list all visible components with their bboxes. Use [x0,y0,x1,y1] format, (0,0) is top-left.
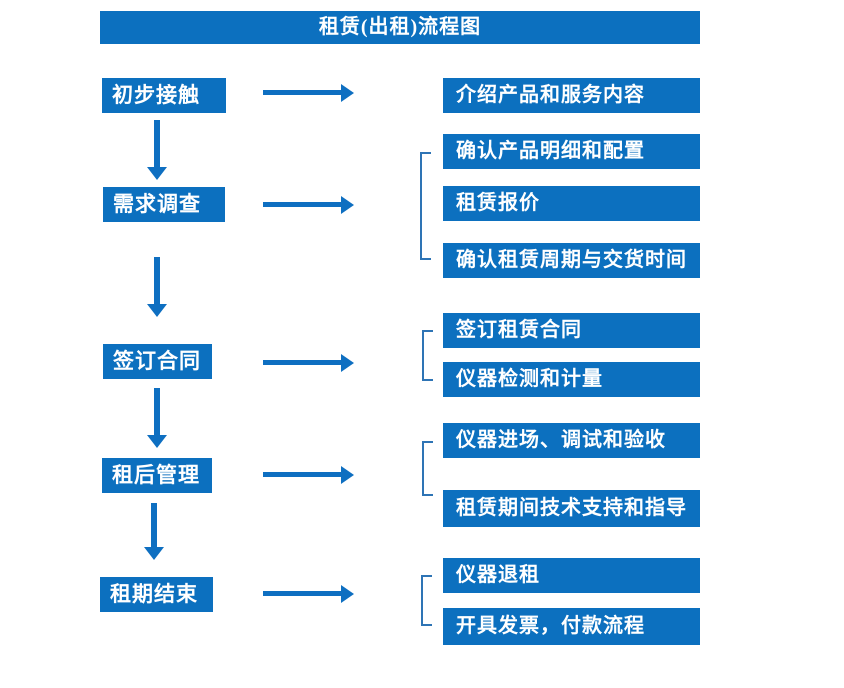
detail-box-instrument-testing: 仪器检测和计量 [443,362,700,397]
stage-box-sign-contract: 签订合同 [103,344,212,379]
down-arrow-1 [154,120,160,167]
right-arrow-1 [263,90,341,95]
detail-box-tech-support: 租赁期间技术支持和指导 [443,490,700,527]
bracket-connector-demand-survey [420,152,431,260]
diagram-title: 租赁(出租)流程图 [100,11,700,44]
stage-box-demand-survey: 需求调查 [103,187,225,222]
bracket-connector-lease-end [421,575,432,626]
stage-box-lease-end: 租期结束 [100,577,213,612]
right-arrow-2 [263,202,341,207]
detail-box-introduce-products: 介绍产品和服务内容 [443,78,700,113]
stage-box-post-rental-management: 租后管理 [102,458,212,493]
detail-box-confirm-period-delivery: 确认租赁周期与交货时间 [443,243,700,278]
bracket-connector-post-rental [422,441,433,496]
detail-box-instrument-return: 仪器退租 [443,558,700,593]
right-arrow-4 [263,472,341,477]
detail-box-confirm-product-config: 确认产品明细和配置 [443,134,700,169]
detail-box-invoice-payment: 开具发票，付款流程 [443,608,700,645]
right-arrow-3 [263,360,341,365]
right-arrow-5 [263,591,341,596]
down-arrow-4 [151,503,157,547]
detail-box-rental-quote: 租赁报价 [443,186,700,221]
bracket-connector-sign-contract [422,330,433,381]
detail-box-sign-rental-contract: 签订租赁合同 [443,313,700,348]
down-arrow-3 [154,388,160,435]
detail-box-instrument-entry-acceptance: 仪器进场、调试和验收 [443,423,700,458]
down-arrow-2 [154,257,160,304]
stage-box-initial-contact: 初步接触 [102,78,226,113]
